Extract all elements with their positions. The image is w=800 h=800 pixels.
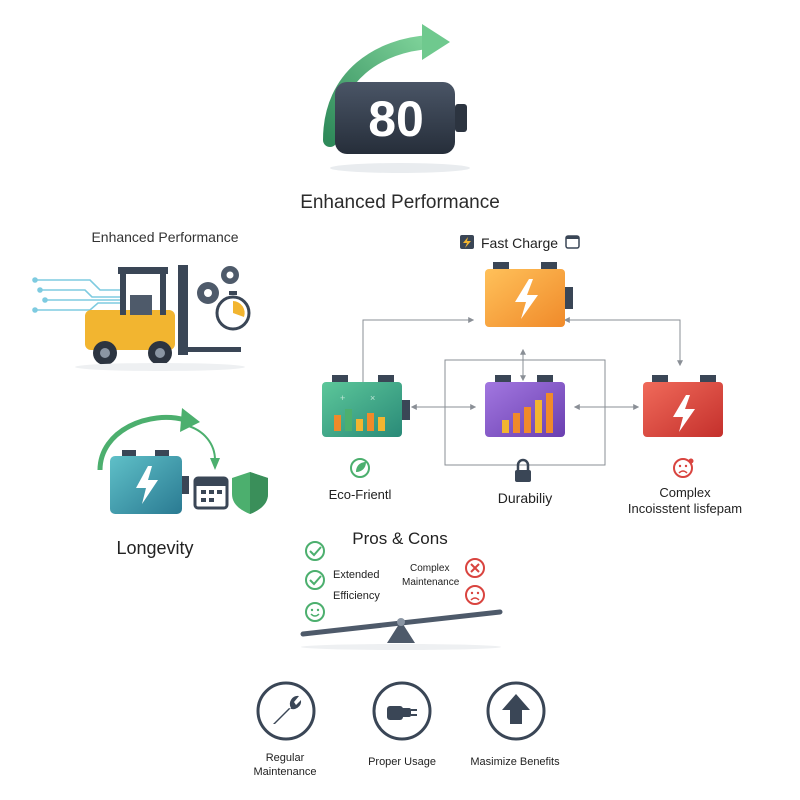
complex-battery-icon [643, 375, 723, 437]
circuit-lines-icon [32, 277, 120, 313]
arrow-up-icon [486, 681, 546, 741]
con-line1: Complex [410, 563, 450, 574]
longevity-label: Longevity [116, 538, 194, 558]
complex-label-line1: Complex [659, 485, 711, 500]
battery-network-diagram: + × Fast Charge Eco-Frientl Durabiliy Co… [300, 225, 780, 525]
action-regular-maintenance: Regular Maintenance [225, 680, 345, 790]
sad-face-icon [673, 458, 694, 478]
hero-title: Enhanced Performance [300, 192, 500, 213]
connector-lines [362, 317, 683, 466]
action-label-line2: Maintenance [253, 766, 317, 778]
durability-label: Durabiliy [497, 490, 553, 506]
pro-line1: Extended [333, 569, 380, 581]
check-icon [305, 570, 325, 590]
lock-icon [515, 458, 531, 482]
svg-text:×: × [370, 393, 375, 403]
pros-cons-scale [295, 535, 515, 660]
con-line2: Maintenance [402, 577, 460, 588]
svg-text:+: + [340, 393, 345, 403]
battery-value: 80 [368, 91, 424, 147]
seesaw-icon [300, 609, 503, 650]
leaf-icon [350, 458, 370, 478]
battery-icon [110, 450, 189, 514]
stopwatch-icon [215, 291, 251, 331]
action-label-line1: Regular [265, 752, 305, 764]
shield-icon [232, 472, 268, 514]
pros-cons-title: Pros & Cons [352, 529, 448, 548]
fast-charge-battery-icon [485, 262, 573, 327]
wrench-icon [256, 681, 316, 741]
hero-section: 80 [290, 20, 510, 190]
pro-line2: Efficiency [333, 590, 380, 602]
cross-icon [465, 558, 485, 578]
eco-friendly-label: Eco-Frientl [328, 487, 392, 502]
action-label-line1: Proper Usage [368, 756, 436, 768]
battery-icon [330, 82, 470, 173]
plug-hand-icon [372, 681, 432, 741]
forklift-illustration [30, 255, 270, 375]
gear-icon [197, 266, 239, 304]
check-icon [305, 541, 325, 561]
complex-label-line2: Incoisstent lisfepam [627, 501, 743, 516]
fast-charge-label: Fast Charge [481, 235, 559, 251]
longevity-illustration [90, 400, 280, 520]
action-label-line1: Masimize Benefits [470, 756, 560, 768]
growth-arrow-icon [323, 24, 450, 147]
performance-label: Enhanced Performance [91, 229, 239, 245]
cycle-arrow-icon [97, 408, 220, 471]
eco-battery-icon: + × [322, 375, 410, 437]
action-maximize-benefits: Masimize Benefits [455, 680, 575, 790]
forklift-icon [75, 265, 245, 371]
action-proper-usage: Proper Usage [342, 680, 462, 790]
sad-face-icon [465, 585, 485, 605]
fast-charge-header [460, 235, 580, 249]
calendar-icon [193, 476, 229, 510]
durability-battery-icon [485, 375, 565, 437]
smile-icon [305, 602, 325, 622]
